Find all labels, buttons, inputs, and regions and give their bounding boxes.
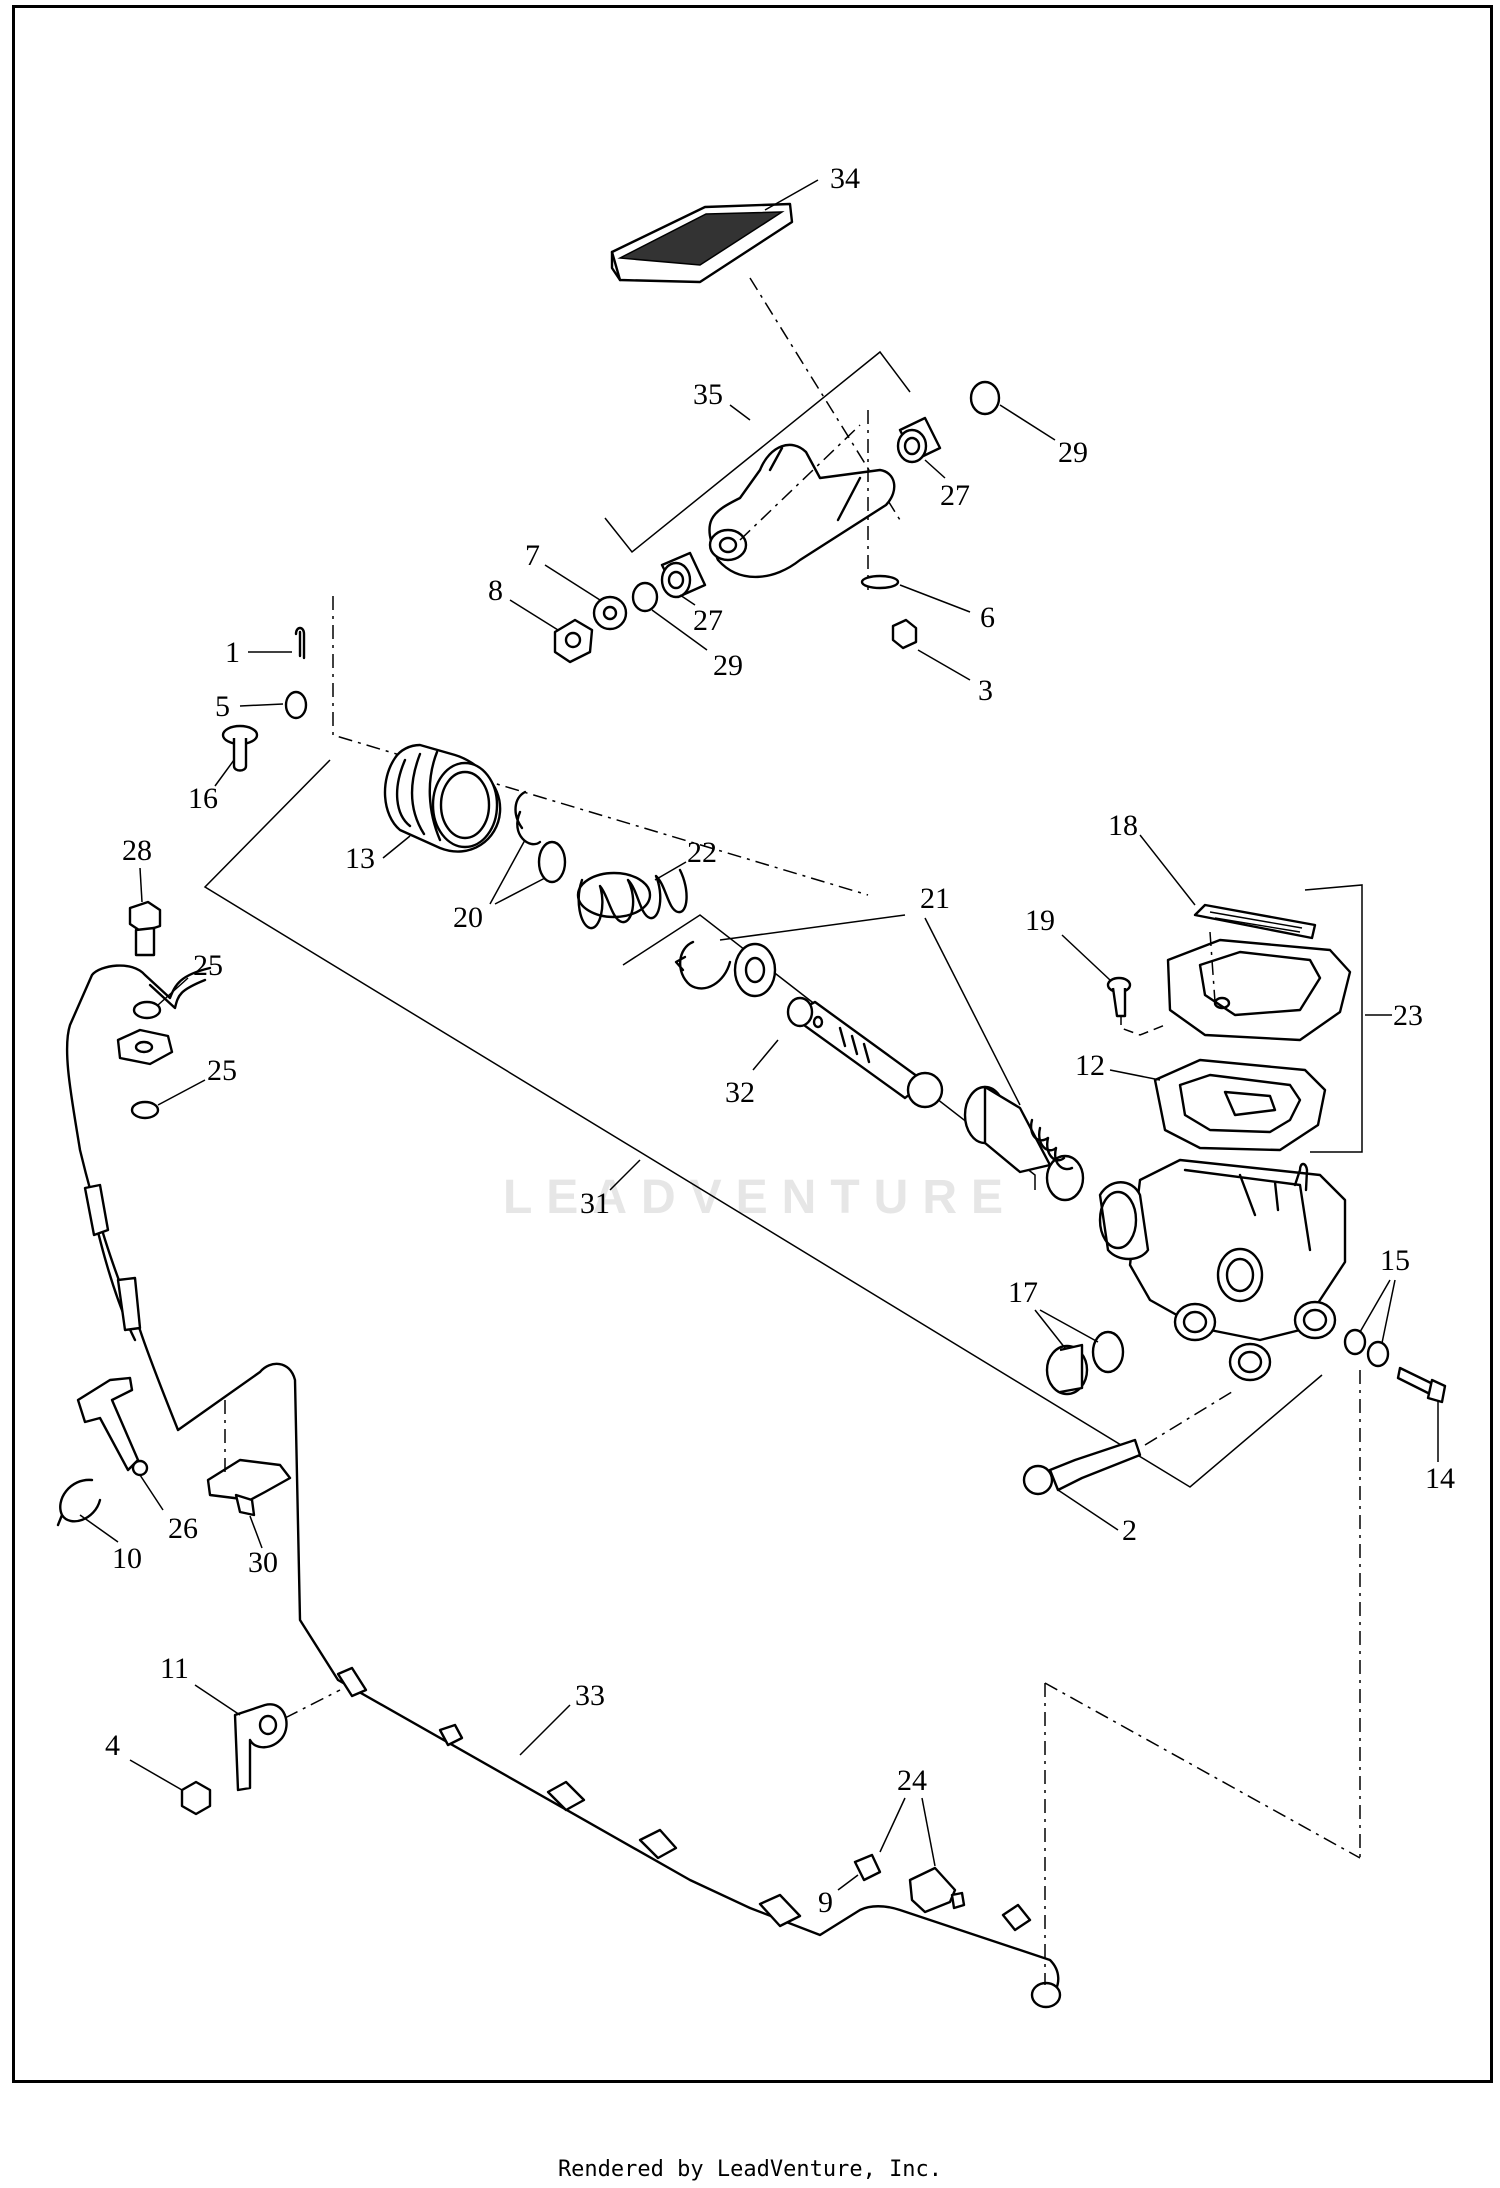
part-27-bushing-lower[interactable]	[660, 551, 707, 599]
callout-21: 21	[920, 882, 950, 915]
part-28-banjo-bolt[interactable]	[128, 900, 162, 957]
part-25-washer-lower[interactable]	[130, 1100, 160, 1120]
callout-31: 31	[580, 1187, 610, 1220]
group-31-bracket	[203, 759, 1323, 1488]
part-2-bolt[interactable]	[1022, 1438, 1142, 1496]
callout-4: 4	[105, 1729, 120, 1762]
exploded-parts-diagram: 34 35 29 27 7 8 27 29 6 3 1 5 16 28 25 2…	[56, 162, 1455, 2009]
part-31-piston-assembly[interactable]	[963, 1085, 1085, 1202]
dashed-assembly-outline	[332, 596, 869, 896]
part-4-bolt[interactable]	[180, 1780, 212, 1816]
callout-35: 35	[693, 378, 723, 411]
callout-30: 30	[248, 1546, 278, 1579]
callout-10: 10	[112, 1542, 142, 1575]
callout-6: 6	[980, 601, 995, 634]
callout-29-lower: 29	[713, 649, 743, 682]
callout-32: 32	[725, 1076, 755, 1109]
callout-5: 5	[215, 690, 230, 723]
part-9-bleeder[interactable]	[853, 1853, 882, 1882]
banjo-fitting[interactable]	[116, 1028, 174, 1066]
callout-11: 11	[160, 1652, 189, 1685]
part-6-washer[interactable]	[860, 574, 900, 590]
part-35-pedal-arm[interactable]	[708, 443, 896, 579]
part-34-pedal-pad[interactable]	[610, 202, 794, 284]
part-24-brake-switch[interactable]	[908, 1866, 966, 1914]
part-20-snap-ring[interactable]	[514, 790, 542, 846]
watermark-text: LEADVENTURE	[502, 1171, 1018, 1224]
callout-15: 15	[1380, 1244, 1410, 1277]
callout-27-lower: 27	[693, 604, 723, 637]
callout-2: 2	[1122, 1514, 1137, 1547]
part-32-pushrod[interactable]	[786, 996, 944, 1109]
callout-18: 18	[1108, 809, 1138, 842]
callout-25-lower: 25	[207, 1054, 237, 1087]
callout-23: 23	[1393, 999, 1423, 1032]
part-15-washer-a[interactable]	[1343, 1328, 1367, 1356]
footer-credit: Rendered by LeadVenture, Inc.	[557, 2157, 943, 2182]
callout-8: 8	[488, 574, 503, 607]
callout-28: 28	[122, 834, 152, 867]
part-8-nut[interactable]	[553, 618, 594, 664]
callout-29-upper: 29	[1058, 436, 1088, 469]
part-7-washer[interactable]	[592, 595, 628, 631]
callout-27-upper: 27	[940, 479, 970, 512]
part-12-gasket[interactable]	[1153, 1058, 1327, 1152]
part-14-bolt[interactable]	[1396, 1366, 1447, 1404]
callout-26: 26	[168, 1512, 198, 1545]
callout-9: 9	[818, 1886, 833, 1919]
part-13-rubber-boot[interactable]	[383, 743, 502, 853]
master-cylinder-body[interactable]	[1098, 1158, 1347, 1382]
part-33-brake-line[interactable]	[65, 964, 1062, 2009]
part-25-washer-upper[interactable]	[132, 1000, 162, 1020]
part-17-plug[interactable]	[1045, 1343, 1089, 1396]
part-15-washer-b[interactable]	[1366, 1340, 1390, 1368]
callout-14: 14	[1425, 1462, 1455, 1495]
part-20-washer[interactable]	[537, 840, 567, 884]
part-3-nut[interactable]	[891, 618, 918, 650]
callout-13: 13	[345, 842, 375, 875]
callout-1: 1	[225, 636, 240, 669]
part-17-oring[interactable]	[1091, 1330, 1125, 1374]
part-21-snap-ring[interactable]	[674, 940, 732, 990]
part-21-washer[interactable]	[733, 942, 777, 998]
part-22-spring[interactable]	[576, 868, 688, 930]
part-11-clamp[interactable]	[233, 1703, 288, 1792]
part-19-screw[interactable]	[1106, 976, 1132, 1018]
part-18-label[interactable]	[1193, 903, 1317, 940]
part-10-clamp[interactable]	[56, 1478, 102, 1527]
part-29-oring-lower[interactable]	[631, 581, 659, 613]
part-29-oring-upper[interactable]	[969, 380, 1001, 416]
callout-12: 12	[1075, 1049, 1105, 1082]
callout-17: 17	[1008, 1276, 1038, 1309]
callout-16: 16	[188, 782, 218, 815]
part-30-bracket[interactable]	[206, 1458, 292, 1517]
callout-19: 19	[1025, 904, 1055, 937]
callout-34: 34	[830, 162, 860, 195]
callout-22: 22	[687, 836, 717, 869]
part-27-bushing-upper[interactable]	[896, 416, 942, 464]
callout-33: 33	[575, 1679, 605, 1712]
callout-20: 20	[453, 901, 483, 934]
callout-3: 3	[978, 674, 993, 707]
part-16-clevis-pin[interactable]	[221, 724, 259, 772]
callout-25-upper: 25	[193, 949, 223, 982]
group-23-bracket	[1304, 884, 1363, 1153]
part-1-cotter-pin[interactable]	[294, 626, 306, 660]
callout-24: 24	[897, 1764, 927, 1797]
reservoir-cover[interactable]	[1166, 938, 1352, 1042]
part-26-clip[interactable]	[76, 1376, 149, 1477]
callout-7: 7	[525, 539, 540, 572]
part-5-washer[interactable]	[284, 690, 308, 720]
group-35-bracket	[604, 350, 911, 554]
